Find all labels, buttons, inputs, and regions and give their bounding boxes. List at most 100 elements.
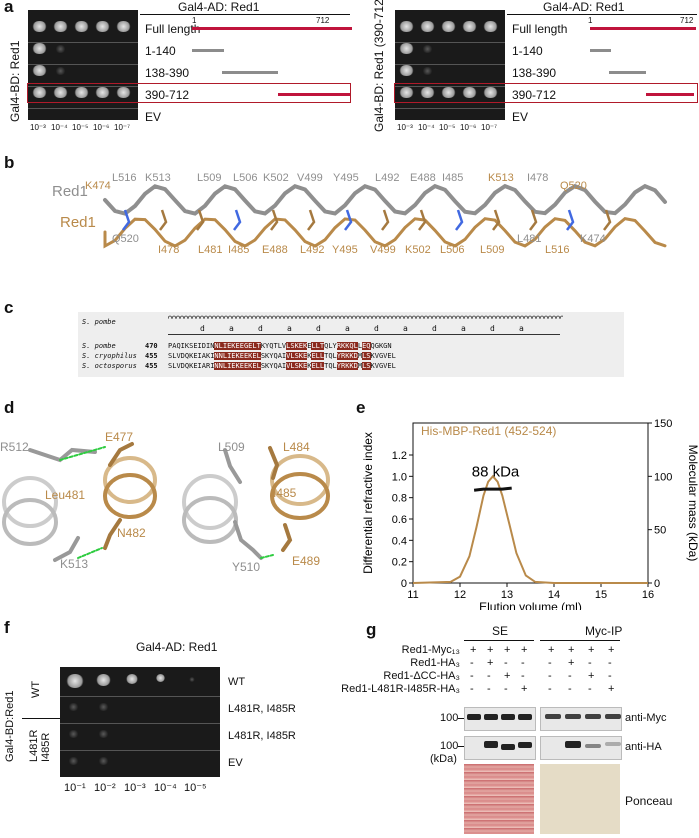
msa-residue-2-42: K xyxy=(345,362,350,370)
msa-residue-2-2: V xyxy=(176,362,181,370)
msa-start-0: 470 xyxy=(145,342,158,350)
helix-bottom-label-3: I485 xyxy=(228,244,250,256)
blot-anti-ha xyxy=(464,736,536,760)
panel-a-right-lane-divider-3 xyxy=(395,86,505,87)
panel-a-left-row-label-3: 390-712 xyxy=(145,88,190,102)
msa-residue-0-17: E xyxy=(239,342,244,350)
panel-f-row-label-1: L481R, I485R xyxy=(228,703,296,715)
g-sign-1-1: + xyxy=(487,657,494,669)
sidechain-6 xyxy=(344,209,353,231)
interface-right-label-2: I485 xyxy=(273,486,297,500)
ha-band-ip-3 xyxy=(605,742,621,746)
panel-f-colony-0-0 xyxy=(66,674,84,688)
panel-f-dilution-3: 10⁻⁴ xyxy=(154,782,177,794)
msa-residue-2-20: E xyxy=(252,362,257,370)
panel-a-left-lane-divider-2 xyxy=(28,64,138,65)
y-tick-label-4: 0.8 xyxy=(392,493,407,505)
msa-residue-1-1: L xyxy=(172,352,177,360)
y2-tick-label-2: 100 xyxy=(654,471,672,483)
panel-a-left-lane-divider-1 xyxy=(28,42,138,43)
msa-residue-2-53: L xyxy=(391,362,396,370)
panel-a-right-colony-2-1 xyxy=(422,67,433,75)
g-sign-3-7: + xyxy=(608,683,615,695)
msa-residue-2-17: E xyxy=(239,362,244,370)
g-sign-1-7: - xyxy=(608,657,612,669)
helix-bottom-label-4: E488 xyxy=(262,244,288,256)
panel-a-right-colony-0-1 xyxy=(420,21,435,32)
msa-residue-1-8: A xyxy=(201,352,206,360)
interface-right-label-3: Y510 xyxy=(232,560,261,574)
heptad-5: a xyxy=(345,324,350,333)
g-sign-3-5: - xyxy=(568,683,572,695)
x-tick-label-2: 13 xyxy=(501,589,513,601)
msa-residue-0-2: Q xyxy=(176,342,181,350)
marker-2: 100 xyxy=(440,740,459,752)
g-sign-3-0: - xyxy=(470,683,474,695)
msa-residue-2-7: I xyxy=(197,362,202,370)
panel-f-dilution-2: 10⁻³ xyxy=(124,782,146,794)
msa-residue-2-12: N xyxy=(218,362,223,370)
g-sign-1-3: - xyxy=(521,657,525,669)
panel-f-row-label-0: WT xyxy=(228,676,246,688)
g-sign-0-4: + xyxy=(548,644,555,656)
heptad-2: d xyxy=(258,324,263,333)
msa-residue-0-10: N xyxy=(210,342,215,350)
msa-residue-2-16: K xyxy=(235,362,240,370)
msa-residue-2-33: K xyxy=(307,362,312,370)
msa-residue-1-10: I xyxy=(210,352,215,360)
msa-residue-1-46: L xyxy=(362,352,367,360)
x-tick-label-1: 12 xyxy=(454,589,466,601)
msa-residue-2-31: K xyxy=(298,362,303,370)
msa-residue-0-37: Q xyxy=(324,342,329,350)
g-sign-3-2: - xyxy=(504,683,508,695)
msa-residue-0-3: I xyxy=(180,342,185,350)
msa-residue-0-48: Q xyxy=(370,342,375,350)
msa-residue-1-6: E xyxy=(193,352,198,360)
msa-residue-0-0: P xyxy=(168,342,173,350)
msa-residue-0-41: K xyxy=(340,342,346,350)
panel-b-label: b xyxy=(4,153,15,172)
ponceau-se xyxy=(464,764,534,834)
msa-residue-2-18: E xyxy=(243,362,249,370)
y-tick-label-1: 0.2 xyxy=(392,557,407,569)
panel-a-left-row-label-1: 1-140 xyxy=(145,44,176,58)
panel-a-right-colony-0-3 xyxy=(462,21,477,32)
panel-a-left-axis-label: Gal4-BD: Red1 xyxy=(8,40,22,122)
blot-anti-myc-ip xyxy=(540,707,622,731)
msa-residue-0-29: S xyxy=(290,342,295,350)
msa-residue-2-45: M xyxy=(357,362,363,370)
sidechain-4 xyxy=(270,209,279,231)
ha-band-se-3 xyxy=(518,742,532,748)
g-row-label-1: Red1-HA₃ xyxy=(410,657,460,669)
alignment-header-rule xyxy=(168,334,560,335)
panel-a-left-dilution-4: 10⁻⁷ xyxy=(114,123,131,132)
msa-residue-0-12: L xyxy=(218,342,223,350)
msa-residue-0-11: N xyxy=(214,342,219,350)
helix-top-label-7: Y495 xyxy=(333,172,359,184)
g-sign-0-1: + xyxy=(487,644,494,656)
g-sign-2-2: + xyxy=(504,670,511,682)
alignment-header-species: S. pombe xyxy=(82,318,116,326)
panel-a-left-colony-3-2 xyxy=(74,87,89,98)
panel-a-left-row-label-4: EV xyxy=(145,110,162,124)
msa-residue-2-41: R xyxy=(340,362,346,370)
msa-residue-1-52: E xyxy=(387,352,392,360)
myc-band-se-1 xyxy=(484,714,498,720)
msa-residue-2-26: A xyxy=(277,362,282,370)
msa-residue-1-37: T xyxy=(324,352,329,360)
msa-residue-0-45: L xyxy=(357,342,363,350)
msa-residue-2-23: K xyxy=(265,362,270,370)
heptad-11: a xyxy=(519,324,524,333)
mass-annotation: 88 kDa xyxy=(472,463,520,480)
helix-top-label-2: K513 xyxy=(145,172,171,184)
msa-residue-1-44: D xyxy=(353,352,358,360)
panel-a-right-colony-2-0 xyxy=(399,65,414,76)
panel-a-right-lane-divider-4 xyxy=(395,108,505,109)
msa-residue-0-6: E xyxy=(193,342,198,350)
helix-top-label-9: E488 xyxy=(410,172,436,184)
helix-top-label-6: V499 xyxy=(297,172,323,184)
g-sign-0-2: + xyxy=(504,644,511,656)
panel-a-right-colony-0-0 xyxy=(399,21,414,32)
g-row-label-2: Red1-ΔCC-HA₃ xyxy=(383,670,460,682)
g-sign-1-5: + xyxy=(568,657,575,669)
